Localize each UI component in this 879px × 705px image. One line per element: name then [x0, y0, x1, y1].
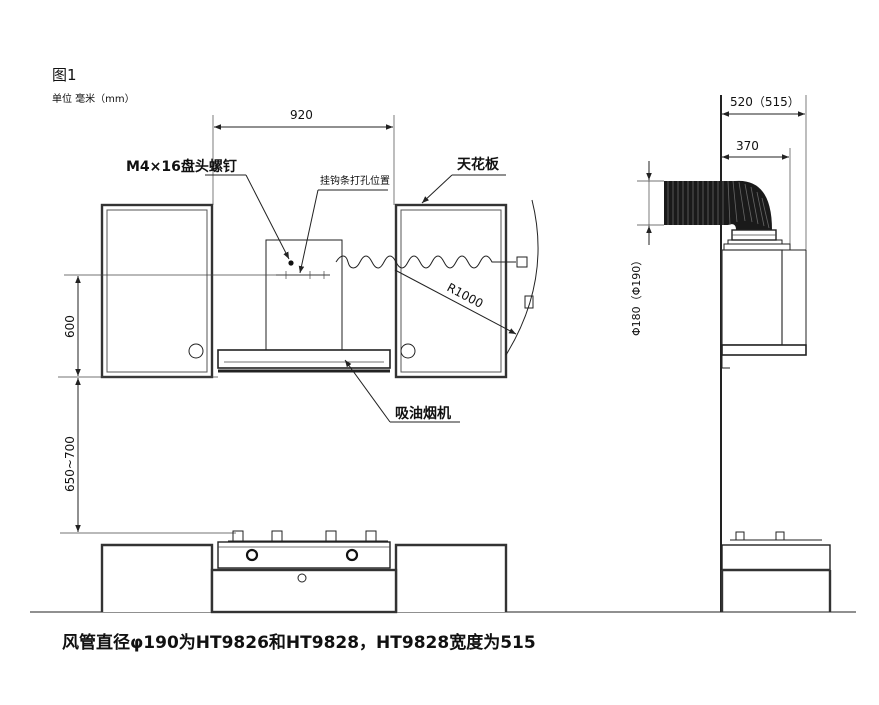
mount-height-dimension: 650~700: [63, 436, 77, 492]
upper-cabinet-left: [100, 203, 214, 379]
hood-label: 吸油烟机: [395, 405, 451, 422]
base-cabinet: [100, 543, 508, 614]
duct-diameter-dimension: Φ180（Φ190）: [630, 255, 643, 336]
screw-label: M4×16盘头螺钉: [126, 158, 237, 175]
width-dimension: 920: [290, 108, 313, 122]
power-plug: [516, 256, 528, 268]
side-depth-dimension: 520（515）: [730, 95, 800, 109]
screw-point: [288, 260, 294, 266]
power-cord: [335, 255, 516, 269]
upper-cabinet-right: [394, 203, 508, 379]
caption: 风管直径φ190为HT9826和HT9828，HT9828宽度为515: [62, 632, 536, 653]
hang-hole-label: 挂钩条打孔位置: [320, 174, 390, 187]
unit-note: 单位 毫米（mm）: [52, 92, 135, 105]
power-socket: [524, 295, 534, 309]
radius-line: [394, 269, 517, 335]
swing-radius-arc: [505, 199, 539, 356]
side-stove: [720, 531, 832, 612]
flexible-duct: [664, 180, 777, 241]
gas-stove-front: [217, 530, 391, 569]
cabinet-height-dimension: 600: [63, 315, 77, 338]
range-hood-side: [721, 239, 807, 369]
ceiling-label: 天花板: [457, 156, 500, 173]
duct-offset-dimension: 370: [736, 139, 759, 153]
figure-title: 图1: [52, 66, 77, 84]
range-hood-front: [217, 239, 391, 373]
